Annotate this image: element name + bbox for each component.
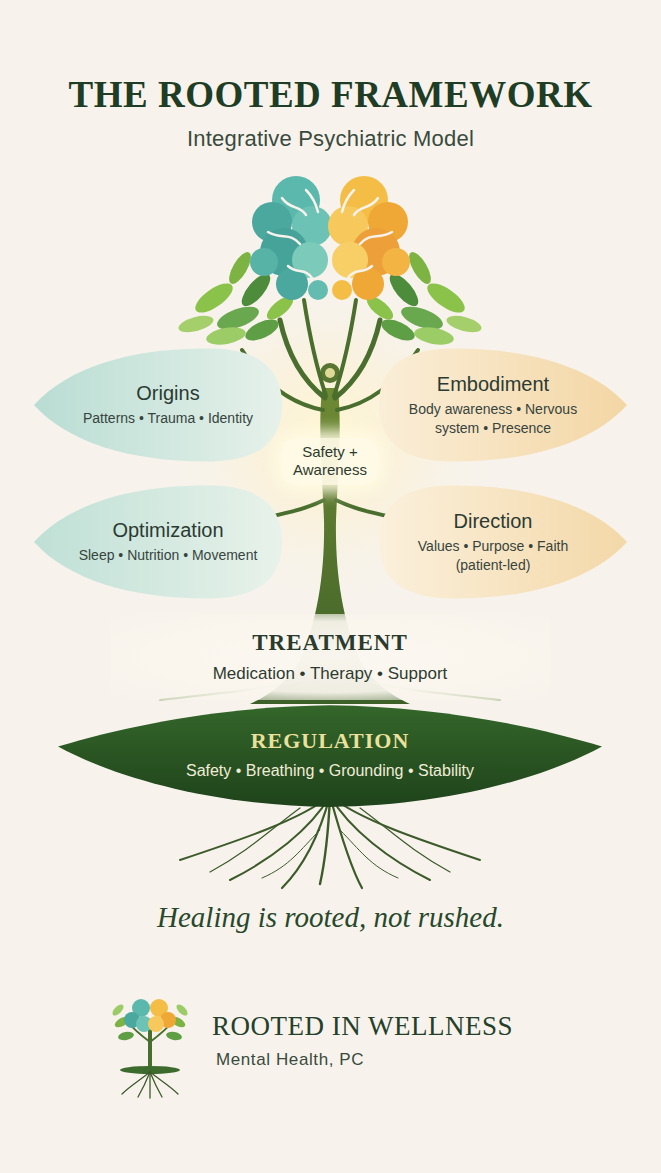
tree-stroke xyxy=(210,808,300,872)
tree-part xyxy=(332,280,352,300)
panel-outline xyxy=(58,705,602,807)
tree-stroke xyxy=(148,1030,152,1070)
tree-stroke xyxy=(150,1072,178,1094)
tree-part xyxy=(423,278,469,318)
leaf-panel: DirectionValues • Purpose • Faith (patie… xyxy=(379,482,627,602)
node-body: Sleep • Nutrition • Movement xyxy=(79,546,258,565)
tree-stroke xyxy=(150,1072,162,1097)
panel-shape xyxy=(34,345,282,465)
tree-stroke xyxy=(282,796,330,888)
tree-group xyxy=(122,1072,178,1098)
leaf-panel: OriginsPatterns • Trauma • Identity xyxy=(34,345,282,465)
tree-stroke xyxy=(342,190,354,212)
panel-outline xyxy=(379,349,627,462)
tree-part xyxy=(378,315,417,345)
tree-part xyxy=(413,325,455,348)
tree-stroke xyxy=(360,232,392,244)
panel-outline xyxy=(34,486,282,599)
subtitle: Integrative Psychiatric Model xyxy=(0,126,661,153)
tree-stroke xyxy=(348,266,372,278)
node-heading: Origins xyxy=(136,381,199,405)
tree-part xyxy=(225,249,255,287)
tree-stroke xyxy=(288,266,312,278)
panel-shape xyxy=(34,482,282,602)
tree-part xyxy=(111,1003,126,1018)
band-panel: TREATMENT Medication • Therapy • Support xyxy=(110,614,550,700)
panel-outline xyxy=(379,486,627,599)
tree-stroke xyxy=(320,796,330,884)
tree-stroke xyxy=(149,1072,150,1098)
tree-part xyxy=(382,248,410,276)
caption: Healing is rooted, not rushed. xyxy=(6,900,655,935)
tree-stroke xyxy=(306,190,318,212)
tree-stroke xyxy=(282,198,306,215)
node-body: Patterns • Trauma • Identity xyxy=(83,409,253,428)
node-heading: REGULATION xyxy=(251,728,410,754)
center-label: Safety + Awareness xyxy=(281,438,379,485)
tree-stroke xyxy=(335,320,380,398)
tree-stroke xyxy=(262,830,320,878)
tree-stroke xyxy=(268,232,300,244)
node-body: Values • Purpose • Faith (patient-led) xyxy=(397,537,589,576)
tree-part xyxy=(250,248,278,276)
node-body: Body awareness • Nervous system • Presen… xyxy=(397,400,589,439)
tree-stroke xyxy=(334,300,356,396)
node-body: Medication • Therapy • Support xyxy=(213,662,448,685)
tree-group xyxy=(268,190,318,278)
tree-part xyxy=(177,313,215,336)
node-heading: Embodiment xyxy=(437,372,549,396)
tree-part xyxy=(165,1031,182,1042)
tree-part xyxy=(117,1031,134,1042)
tree-stroke xyxy=(330,796,362,888)
tree-part xyxy=(445,313,483,336)
tree-stroke xyxy=(340,830,398,878)
tree-stroke xyxy=(360,808,450,872)
panel-shape xyxy=(58,702,602,808)
tree-group xyxy=(328,176,410,300)
tree-part xyxy=(325,368,335,378)
tree-part xyxy=(308,280,328,300)
tree-part xyxy=(175,1003,190,1018)
tree-stroke xyxy=(138,1072,150,1097)
tree-stroke xyxy=(280,320,325,398)
logo-subtitle: Mental Health, PC xyxy=(216,1050,636,1071)
node-heading: TREATMENT xyxy=(252,629,408,657)
leaf-panel: OptimizationSleep • Nutrition • Movement xyxy=(34,482,282,602)
panel-outline xyxy=(34,349,282,462)
node-heading: Direction xyxy=(454,509,533,533)
tree-part xyxy=(148,1016,164,1032)
diagram-title: THE ROOTED FRAMEWORK xyxy=(6,74,655,117)
tree-part xyxy=(242,315,281,345)
ground-panel: REGULATION Safety • Breathing • Grounding… xyxy=(58,702,602,808)
tree-part xyxy=(205,325,247,348)
tree-group xyxy=(250,176,332,300)
tree-stroke xyxy=(354,198,378,215)
tree-group xyxy=(342,190,392,278)
tree-part xyxy=(191,278,237,318)
node-heading: Optimization xyxy=(112,518,223,542)
leaf-panel: EmbodimentBody awareness • Nervous syste… xyxy=(379,345,627,465)
logo-name: ROOTED IN WELLNESS xyxy=(212,1010,652,1043)
tree-stroke xyxy=(304,300,326,396)
tree-group xyxy=(111,999,190,1098)
tree-group xyxy=(180,796,480,888)
node-body: Safety • Breathing • Grounding • Stabili… xyxy=(186,760,474,782)
tree-part xyxy=(405,249,435,287)
